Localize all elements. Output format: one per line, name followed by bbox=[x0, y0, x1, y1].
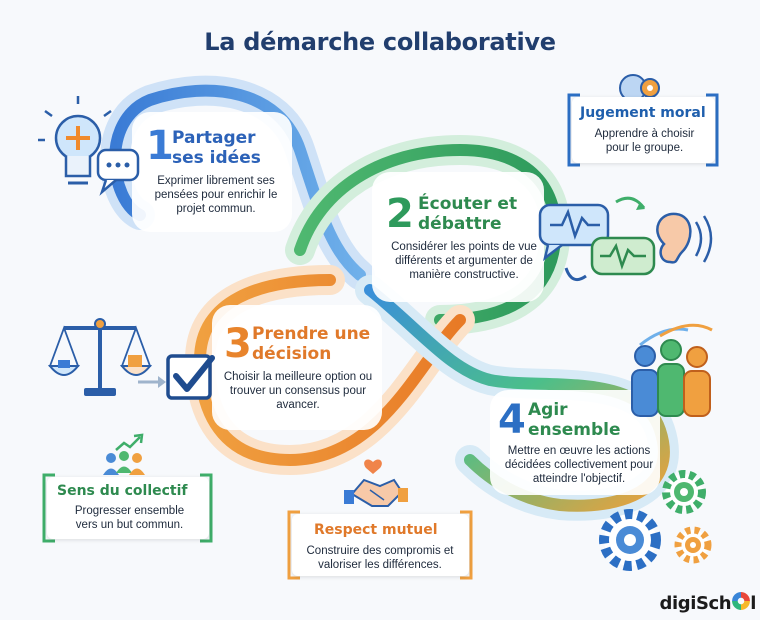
loop-3-line bbox=[193, 274, 466, 467]
digischool-logo: digiSch l bbox=[659, 592, 756, 614]
step-3-number: 3 bbox=[224, 321, 252, 367]
step-2-number: 2 bbox=[386, 191, 414, 237]
step-4-number: 4 bbox=[498, 397, 526, 443]
lightbulb-icon bbox=[38, 96, 112, 185]
scale-icon bbox=[47, 318, 166, 396]
gears-icon bbox=[599, 470, 712, 571]
card-jugement-moral: Jugement moral Apprendre à choisir pour … bbox=[572, 97, 715, 163]
step-1-number: 1 bbox=[146, 123, 174, 169]
card-respect-desc: Construire des compromis et valoriser le… bbox=[306, 545, 454, 571]
card-respect-title: Respect mutuel bbox=[314, 522, 438, 538]
chat-bubble-icon bbox=[96, 148, 140, 196]
step-3-heading-text: Prendre une décision bbox=[252, 324, 371, 364]
page-title: La démarche collaborative bbox=[204, 28, 556, 56]
brain-gear-icon bbox=[619, 74, 660, 102]
jugement-bracket bbox=[567, 93, 580, 167]
step-1-desc: Exprimer librement ses pensées pour enri… bbox=[154, 175, 278, 215]
step-4: 4 Agir ensemble Mettre en œuvre les acti… bbox=[498, 398, 658, 498]
jugement-bracket-r bbox=[706, 93, 719, 167]
step-2-heading-text: Écouter et débattre bbox=[418, 194, 518, 234]
speech-bubbles-icon bbox=[538, 196, 656, 282]
checkbox-icon bbox=[166, 354, 215, 400]
respect-bracket-r bbox=[460, 510, 473, 580]
card-sens-collectif: Sens du collectif Progresser ensemble ve… bbox=[47, 477, 209, 539]
step-1: 1 Partager ses idées Exprimer librement … bbox=[140, 124, 290, 234]
logo-suffix: l bbox=[750, 593, 756, 614]
collectif-bracket-r bbox=[200, 473, 213, 543]
logo-o-icon bbox=[731, 592, 750, 610]
step-1-heading-text: Partager ses idées bbox=[172, 128, 261, 168]
logo-prefix: digiSch bbox=[659, 593, 732, 614]
respect-bracket bbox=[287, 510, 300, 580]
step-2-panel bbox=[372, 172, 544, 302]
step-4-heading: Agir ensemble bbox=[528, 400, 628, 440]
step-1-panel bbox=[132, 112, 292, 232]
step-3: 3 Prendre une décision Choisir la meille… bbox=[222, 322, 372, 432]
card-respect-mutuel: Respect mutuel Construire des compromis … bbox=[292, 514, 469, 576]
card-collectif-title: Sens du collectif bbox=[57, 483, 188, 499]
step-4-heading-text: Agir ensemble bbox=[528, 400, 621, 440]
step-3-heading: Prendre une décision bbox=[252, 324, 382, 364]
step-1-heading: Partager ses idées bbox=[172, 128, 287, 168]
card-collectif-desc: Progresser ensemble vers un but commun. bbox=[74, 505, 185, 531]
step-2-heading: Écouter et débattre bbox=[418, 194, 533, 234]
step-4-desc: Mettre en œuvre les actions décidées col… bbox=[504, 445, 654, 485]
team-icon bbox=[631, 323, 713, 417]
card-jugement-title: Jugement moral bbox=[580, 105, 706, 121]
step-4-panel bbox=[490, 390, 660, 495]
card-jugement-desc: Apprendre à choisir pour le groupe. bbox=[594, 128, 695, 154]
collectif-bracket bbox=[42, 473, 55, 543]
step-2: 2 Écouter et débattre Considérer les poi… bbox=[386, 190, 537, 300]
step-3-panel bbox=[212, 305, 382, 430]
ear-icon bbox=[656, 212, 713, 264]
step-2-desc: Considérer les points de vue différents … bbox=[391, 241, 537, 281]
handshake-heart-icon bbox=[344, 459, 408, 507]
step-3-desc: Choisir la meilleure option ou trouver u… bbox=[223, 371, 373, 411]
growth-group-icon bbox=[103, 433, 145, 475]
